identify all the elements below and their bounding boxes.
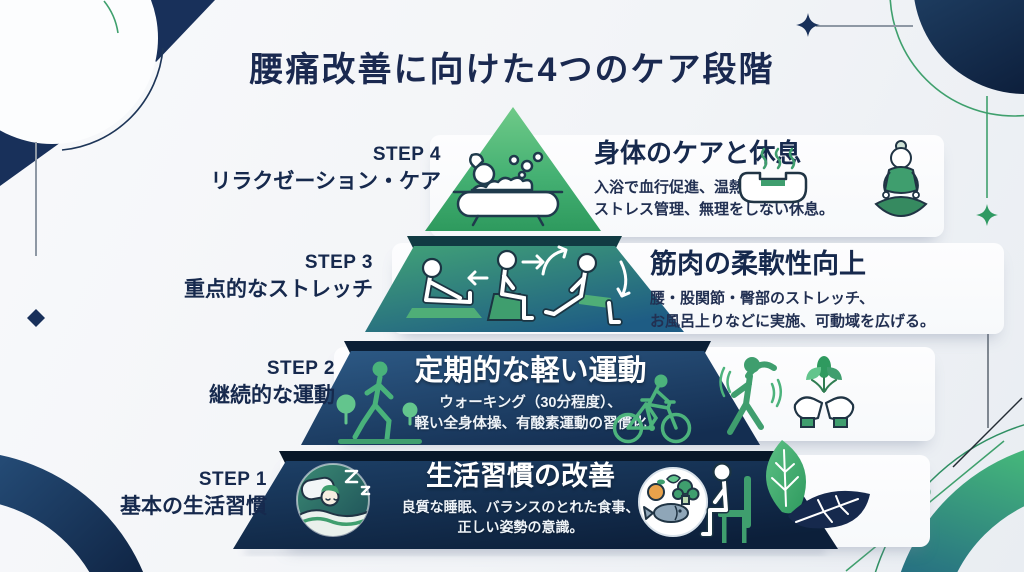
step2-desc-line1: ウォーキング（30分程度）、: [439, 395, 622, 412]
stool-stretch-icon: [467, 249, 545, 322]
plant-in-hands-icon: [793, 356, 855, 428]
step1-label-block: STEP 1 基本の生活習慣: [120, 469, 267, 519]
step2-label-block: STEP 2 継続的な運動: [209, 358, 335, 408]
sitting-posture-icon: [699, 462, 751, 543]
meditation-icon: [874, 140, 928, 218]
step1-tier-text: 生活習慣の改善 良質な睡眠、バランスのとれた食事、 正しい姿勢の意識。: [368, 461, 673, 538]
step1-desc-line1: 良質な睡眠、バランスのとれた食事、: [401, 499, 640, 516]
step3-desc-line1: 腰・股関節・臀部のストレッチ、: [650, 290, 875, 308]
leaf-decoration: [766, 440, 870, 529]
lunge-stretch-icon: [541, 245, 631, 326]
diamond-icon: [27, 309, 45, 327]
hot-spring-bath-icon: [738, 147, 808, 204]
healthy-meal-icon: [638, 467, 708, 537]
sparkle-icon: [796, 13, 820, 37]
step1-heading: 生活習慣の改善: [426, 461, 615, 491]
step4-label: STEP 4: [372, 144, 441, 165]
pyramid-tier-2: [301, 351, 760, 445]
green-leaf: [766, 440, 806, 514]
bathtub-icon: [452, 151, 564, 227]
step3-desc-line2: お風呂上りなどに実施、可動域を広げる。: [650, 312, 936, 330]
step3-name: 重点的なストレッチ: [184, 277, 373, 301]
step1-label: STEP 1: [198, 469, 267, 490]
step3-heading: 筋肉の柔軟性向上: [650, 249, 866, 279]
top-right-corner-decoration: [796, 0, 1024, 226]
left-edge-decoration: [27, 142, 45, 327]
exercise-stretch-icon: [719, 357, 782, 435]
step2-tier-text: 定期的な軽い運動 ウォーキング（30分程度）、 軽い全身体操、有酸素運動の習慣化: [378, 355, 683, 435]
stretch-figures-icon: [406, 245, 631, 326]
step4-name: リラクゼーション・ケア: [210, 169, 441, 193]
step4-desc-line2: ストレス管理、無理をしない休息。: [594, 201, 835, 219]
cycling-icon: [612, 374, 692, 444]
step2-heading: 定期的な軽い運動: [414, 355, 647, 387]
seated-stretch-icon: [406, 257, 482, 318]
step2-name: 継続的な運動: [209, 383, 335, 407]
step3-description-block: 筋肉の柔軟性向上 腰・股関節・臀部のストレッチ、 お風呂上りなどに実施、可動域を…: [650, 249, 935, 333]
step1-name: 基本の生活習慣: [120, 494, 267, 518]
page-title: 腰痛改善に向けた4つのケア段階: [249, 51, 775, 89]
step2-desc-line2: 軽い全身体操、有酸素運動の習慣化: [414, 416, 647, 433]
step3-label: STEP 3: [304, 252, 373, 273]
step3-label-block: STEP 3 重点的なストレッチ: [184, 252, 373, 302]
top-left-corner-decoration: [0, 0, 215, 186]
step2-label: STEP 2: [266, 358, 335, 379]
step1-desc-line2: 正しい姿勢の意識。: [457, 519, 584, 536]
sparkle-icon: [976, 204, 998, 226]
step4-label-block: STEP 4 リラクゼーション・ケア: [210, 144, 441, 194]
sleeping-icon: [296, 463, 371, 537]
walking-icon: [336, 361, 422, 444]
